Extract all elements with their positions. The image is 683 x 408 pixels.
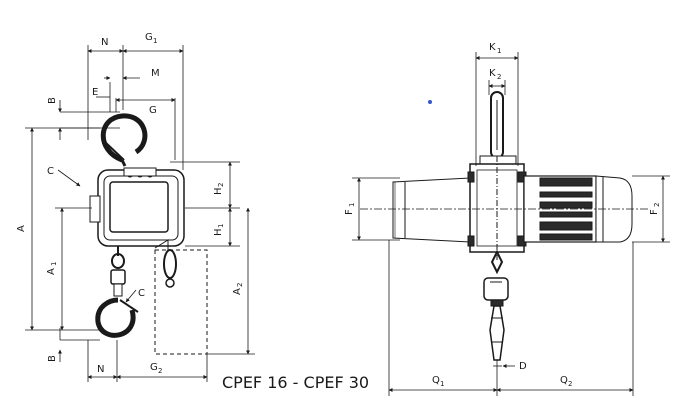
label-C-top: C — [47, 166, 54, 177]
side-view — [89, 113, 208, 355]
label-K1: K — [489, 42, 496, 53]
front-view — [360, 91, 650, 361]
label-B-bottom: B — [47, 355, 58, 362]
model-caption: CPEF 16 - CPEF 30 — [222, 373, 370, 392]
side-view-labels: N G 1 M E G B C A A 1 H 2 H 1 A 2 C B N … — [16, 32, 244, 375]
front-view-dimensions — [352, 52, 670, 396]
label-G1: G — [145, 32, 153, 43]
label-G2-sub: 2 — [158, 367, 162, 375]
label-A1: A — [46, 268, 57, 275]
label-H2: H — [213, 187, 224, 195]
label-F2-sub: 2 — [653, 203, 661, 207]
top-hook — [100, 113, 148, 167]
label-H1-sub: 1 — [217, 224, 225, 228]
label-A: A — [16, 225, 27, 232]
label-Q1-sub: 1 — [440, 380, 444, 388]
label-A2: A — [232, 288, 243, 295]
label-F2: F — [649, 209, 660, 215]
bottom-hook — [95, 283, 139, 338]
hoist-body — [89, 167, 185, 250]
marker-dot — [428, 100, 432, 104]
label-K2: K — [489, 68, 496, 79]
label-K1-sub: 1 — [497, 47, 501, 55]
side-view-dimensions — [25, 45, 255, 382]
label-H2-sub: 2 — [217, 183, 225, 187]
label-G1-sub: 1 — [153, 37, 157, 45]
label-B-top: B — [47, 97, 58, 104]
label-H1: H — [213, 228, 224, 236]
gearbox-housing — [392, 177, 471, 243]
front-chain-hook — [483, 249, 509, 361]
label-G: G — [149, 105, 157, 116]
label-Q2-sub: 2 — [568, 380, 572, 388]
chain-container-dashed — [154, 249, 208, 355]
label-G2: G — [150, 362, 158, 373]
label-Q1: Q — [432, 375, 440, 386]
chain — [110, 246, 177, 288]
label-D: D — [519, 361, 527, 372]
label-A1-sub: 1 — [50, 262, 58, 266]
label-K2-sub: 2 — [497, 73, 501, 81]
central-frame — [467, 156, 527, 260]
label-C-bottom: C — [138, 288, 145, 299]
label-Q2: Q — [560, 375, 568, 386]
label-N-top: N — [101, 37, 108, 48]
label-A2-sub: 2 — [236, 283, 244, 287]
label-F1: F — [344, 209, 355, 215]
label-E: E — [92, 87, 98, 98]
front-view-labels: K 1 K 2 F 1 F 2 D Q 1 Q 2 — [344, 42, 661, 388]
suspension-eye — [479, 91, 517, 167]
label-N-bottom: N — [97, 364, 104, 375]
label-F1-sub: 1 — [348, 203, 356, 207]
label-M: M — [151, 68, 160, 79]
